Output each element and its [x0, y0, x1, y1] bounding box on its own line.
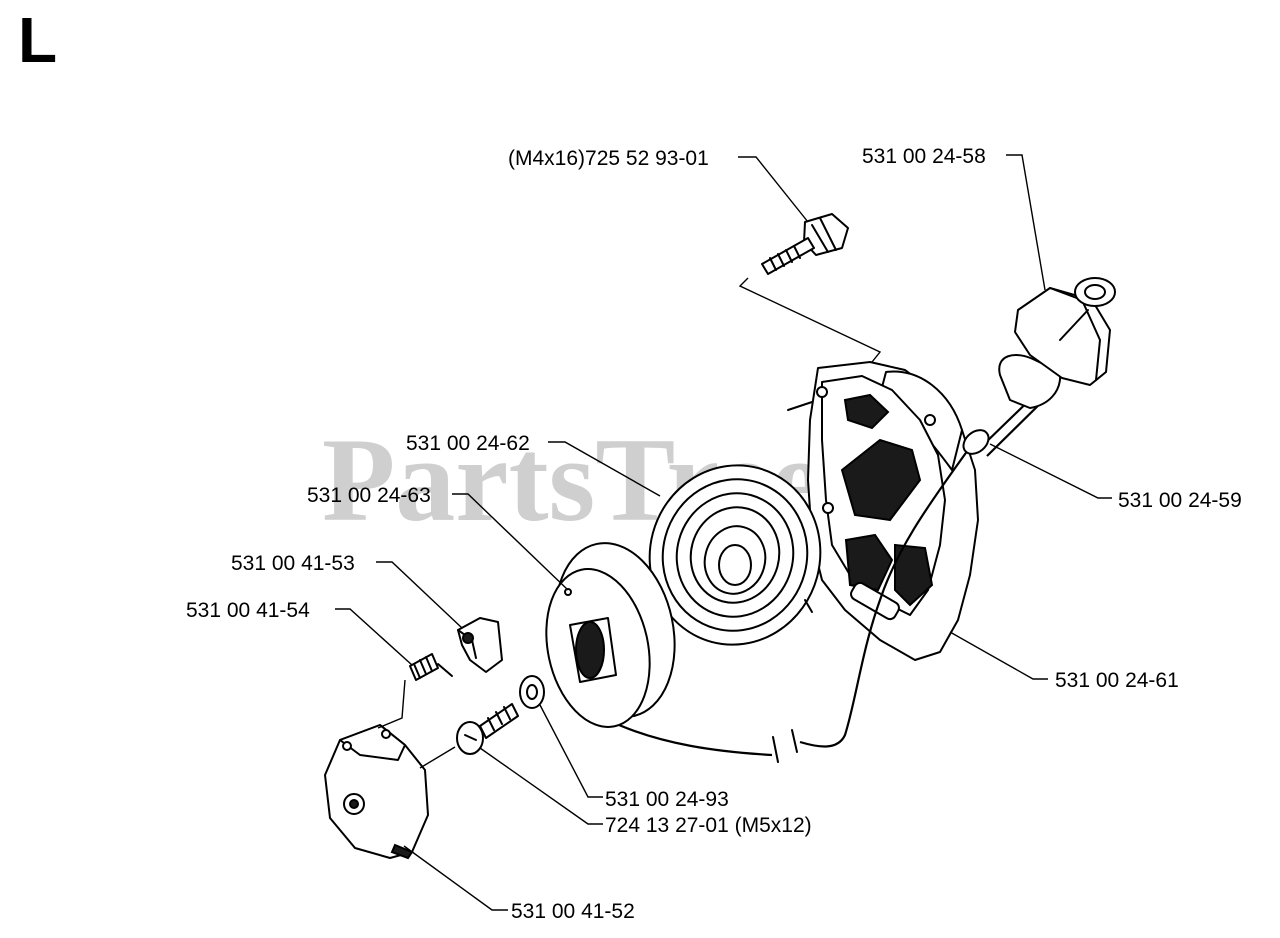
part-labels: (M4x16)725 52 93-01 531 00 24-58 531 00 … [186, 145, 1242, 923]
label-screw-m5: 724 13 27-01 (M5x12) [605, 814, 812, 837]
starter-pawl[interactable] [457, 617, 503, 673]
rope-pulley[interactable] [532, 532, 690, 737]
pawl-spring[interactable] [409, 653, 453, 681]
washer[interactable] [519, 675, 545, 709]
section-letter: L [18, 4, 58, 76]
leader-lines [335, 154, 1112, 911]
label-housing: 531 00 24-61 [1055, 669, 1179, 692]
label-pawl-spring: 531 00 41-54 [186, 599, 310, 622]
recoil-spring[interactable] [630, 446, 841, 664]
label-pawl: 531 00 41-53 [231, 552, 355, 575]
label-drive-dog: 531 00 41-52 [511, 900, 635, 923]
screw-m5x12[interactable] [456, 703, 519, 755]
label-spring: 531 00 24-62 [406, 432, 530, 455]
starter-housing[interactable] [787, 361, 979, 661]
screw-m4x16[interactable] [761, 213, 849, 275]
label-pulley: 531 00 24-63 [307, 484, 431, 507]
label-rope: 531 00 24-59 [1118, 489, 1242, 512]
label-screw-m4: (M4x16)725 52 93-01 [508, 147, 709, 170]
drive-dog[interactable] [324, 724, 429, 860]
label-handle: 531 00 24-58 [862, 145, 986, 168]
starter-handle[interactable] [998, 277, 1116, 409]
label-washer: 531 00 24-93 [605, 788, 729, 811]
